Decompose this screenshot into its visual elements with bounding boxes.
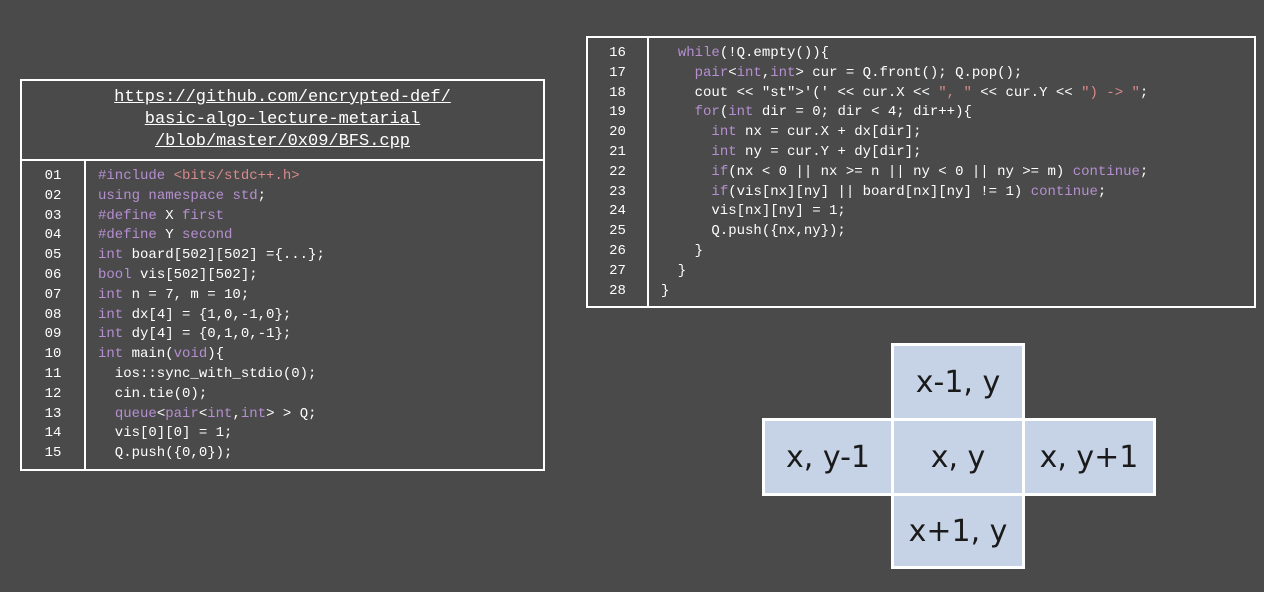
code-line: } <box>661 262 687 279</box>
url-line-2[interactable]: basic-algo-lecture-metarial <box>144 110 421 129</box>
code-line: using namespace std; <box>98 187 267 204</box>
left-line-number-gutter: 01 02 03 04 05 06 07 08 09 10 11 12 13 1… <box>22 161 86 469</box>
code-line: } <box>661 282 670 299</box>
line-number: 24 <box>609 203 626 220</box>
line-number: 26 <box>609 242 626 259</box>
code-line: int n = 7, m = 10; <box>98 286 250 303</box>
line-number: 15 <box>44 445 62 462</box>
line-number: 25 <box>609 223 626 240</box>
line-number: 07 <box>44 286 62 303</box>
line-number: 22 <box>609 163 626 180</box>
code-line: int board[502][502] ={...}; <box>98 247 325 264</box>
line-number: 27 <box>609 262 626 279</box>
code-line: pair<int,int> cur = Q.front(); Q.pop(); <box>694 64 1023 81</box>
line-number: 05 <box>44 247 62 264</box>
code-line: int ny = cur.Y + dy[dir]; <box>711 143 922 160</box>
code-line: Q.push({0,0}); <box>98 445 233 462</box>
grid-cell-center: x, y <box>891 418 1025 496</box>
code-line: ios::sync_with_stdio(0); <box>98 365 317 382</box>
code-line: int nx = cur.X + dx[dir]; <box>711 124 922 141</box>
line-number: 06 <box>44 266 62 283</box>
code-line: while(!Q.empty()){ <box>677 45 830 61</box>
line-number: 08 <box>44 306 62 323</box>
line-number: 03 <box>44 207 62 224</box>
code-line: } <box>661 242 704 259</box>
code-line: #include <bits/stdc++.h> <box>98 168 300 184</box>
line-number: 14 <box>44 425 62 442</box>
line-number: 23 <box>609 183 626 200</box>
grid-cell-top: x-1, y <box>891 343 1025 421</box>
code-line: Q.push({nx,ny}); <box>661 223 846 240</box>
code-line: #define Y second <box>98 227 233 244</box>
code-line: vis[0][0] = 1; <box>98 425 233 442</box>
line-number: 12 <box>44 385 62 402</box>
line-number: 19 <box>609 104 626 121</box>
line-number: 28 <box>609 282 626 299</box>
line-number: 01 <box>44 168 62 184</box>
grid-cell-bottom: x+1, y <box>891 493 1025 569</box>
url-line-1[interactable]: https://github.com/encrypted-def/ <box>114 88 451 107</box>
code-line: cin.tie(0); <box>98 385 208 402</box>
code-line: if(vis[nx][ny] || board[nx][ny] != 1) co… <box>711 183 1107 200</box>
source-url[interactable]: https://github.com/encrypted-def/ basic-… <box>20 79 545 161</box>
right-line-number-gutter: 16 17 18 19 20 21 22 23 24 25 26 27 28 <box>588 38 649 306</box>
code-line: vis[nx][ny] = 1; <box>661 203 846 220</box>
line-number: 09 <box>44 326 62 343</box>
line-number: 13 <box>44 405 62 422</box>
line-number: 02 <box>44 187 62 204</box>
right-code-panel: 16 17 18 19 20 21 22 23 24 25 26 27 28 w… <box>586 36 1256 308</box>
line-number: 10 <box>44 346 62 363</box>
code-line: cout << "st">'(' << cur.X << ", " << cur… <box>661 84 1149 101</box>
right-code-block: while(!Q.empty()){ pair<int,int> cur = Q… <box>649 44 1254 306</box>
grid-cell-left: x, y-1 <box>762 418 894 496</box>
code-line: int dx[4] = {1,0,-1,0}; <box>98 306 292 323</box>
line-number: 20 <box>609 124 626 141</box>
code-line: #define X first <box>98 207 225 224</box>
line-number: 18 <box>609 84 626 101</box>
code-line: for(int dir = 0; dir < 4; dir++){ <box>694 104 972 121</box>
code-line: int dy[4] = {0,1,0,-1}; <box>98 326 292 343</box>
left-code-panel: 01 02 03 04 05 06 07 08 09 10 11 12 13 1… <box>20 159 545 471</box>
line-number: 16 <box>609 45 626 61</box>
code-line: queue<pair<int,int> > Q; <box>114 405 317 422</box>
code-line: if(nx < 0 || nx >= n || ny < 0 || ny >= … <box>711 163 1149 180</box>
left-code-block: #include <bits/stdc++.h> using namespace… <box>86 167 543 469</box>
line-number: 04 <box>44 227 62 244</box>
line-number: 17 <box>609 64 626 81</box>
url-line-3[interactable]: /blob/master/0x09/BFS.cpp <box>154 132 411 151</box>
code-line: int main(void){ <box>98 346 225 363</box>
code-line: bool vis[502][502]; <box>98 266 258 283</box>
line-number: 11 <box>44 365 62 382</box>
line-number: 21 <box>609 143 626 160</box>
grid-cell-right: x, y+1 <box>1022 418 1156 496</box>
